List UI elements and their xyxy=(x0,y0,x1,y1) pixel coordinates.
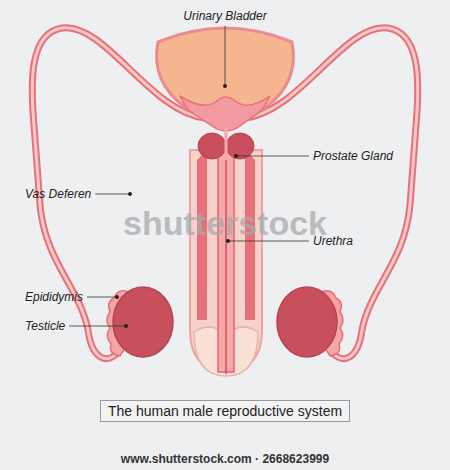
part-label: Urinary Bladder xyxy=(183,9,266,23)
leader-line xyxy=(225,26,226,86)
leader-dot xyxy=(128,192,132,196)
bladder-neck xyxy=(180,96,270,131)
watermark: shutterstock xyxy=(123,204,327,243)
leader-line xyxy=(236,156,309,157)
prostate-lobe xyxy=(198,133,226,159)
caption-box: The human male reproductive system xyxy=(100,400,350,422)
leader-dot xyxy=(223,84,227,88)
testicle xyxy=(113,287,173,357)
leader-line xyxy=(87,297,117,298)
urethra-lumen xyxy=(225,128,228,160)
leader-line xyxy=(95,194,130,195)
urethra-lumen xyxy=(225,140,227,374)
part-label: Vas Deferen xyxy=(25,187,91,201)
part-label: Prostate Gland xyxy=(313,149,393,163)
watermark-url: www.shutterstock.com · 2668623999 xyxy=(121,452,329,466)
prostate-lobe xyxy=(226,133,254,159)
part-label: Testicle xyxy=(25,319,65,333)
foreskin-lines xyxy=(203,296,249,310)
testicle xyxy=(277,287,337,357)
leader-dot xyxy=(115,295,119,299)
leader-dot xyxy=(124,324,128,328)
leader-dot xyxy=(234,154,238,158)
leader-line xyxy=(69,326,126,327)
part-label: Epididymis xyxy=(25,290,83,304)
